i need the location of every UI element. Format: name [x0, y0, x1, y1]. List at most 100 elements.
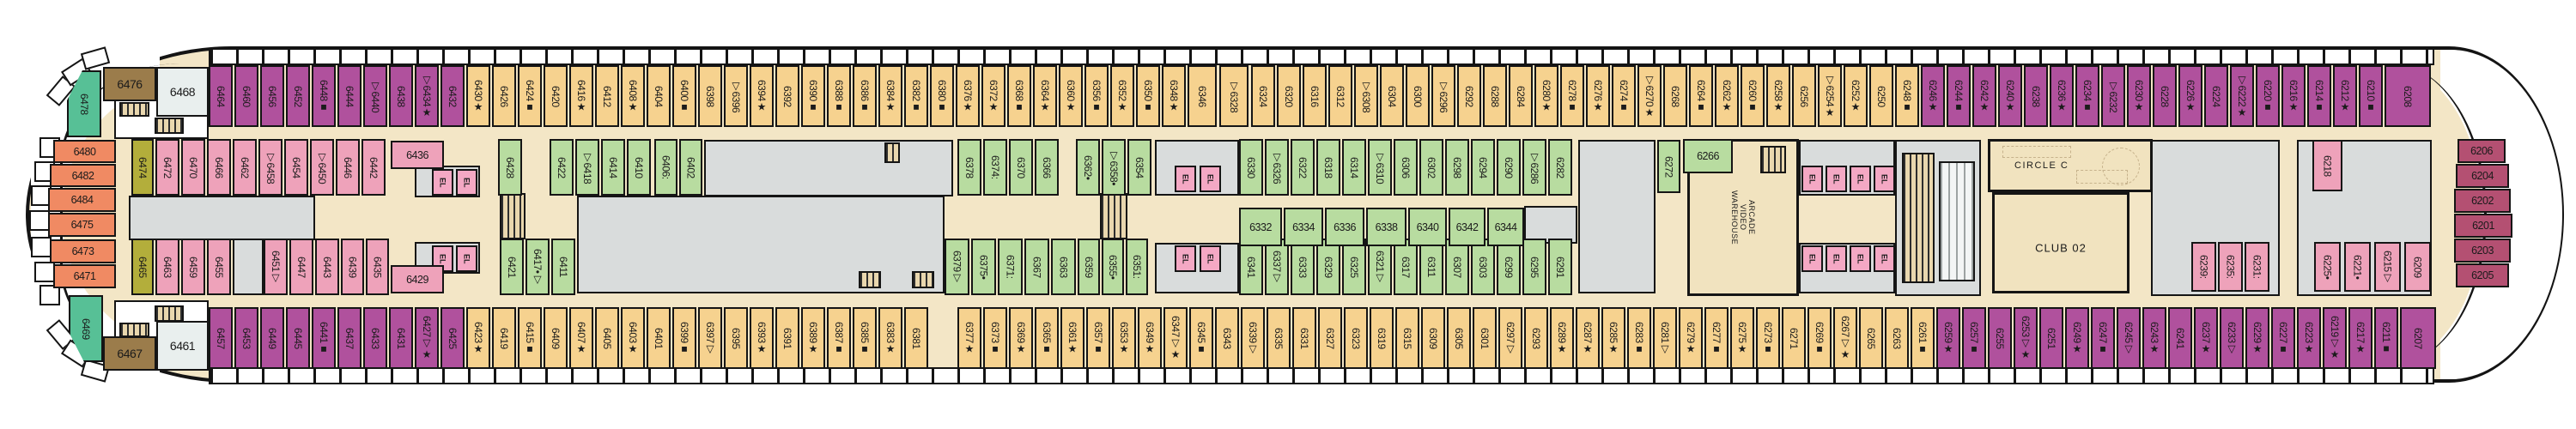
cabin-6282: 6282 [1548, 139, 1572, 196]
cabin-6238: 6238 [2024, 65, 2048, 127]
cabin-6397: 6397▽ [698, 307, 722, 369]
cabin-6290: 6290 [1497, 139, 1521, 196]
cabin-6300: 6300 [1406, 65, 1430, 127]
cabin-6333: 6333 [1291, 239, 1315, 295]
cabin-6264: 6264■ [1689, 65, 1713, 127]
cabin-6295: 6295 [1522, 239, 1546, 295]
cabin-6325: 6325 [1342, 239, 1366, 295]
cabin-6245: 6245▽ [2117, 307, 2141, 369]
stairs [1100, 193, 1127, 239]
elevator: EL [1801, 245, 1823, 272]
cabin-6438: 6438 [389, 65, 413, 127]
cabin-6250: 6250 [1869, 65, 1893, 127]
cabin-6305: 6305 [1447, 307, 1471, 369]
cabin-6459: 6459 [181, 239, 205, 295]
public-area [129, 196, 315, 240]
cabin-6293: 6293 [1524, 307, 1548, 369]
cabin-6274: 6274■ [1612, 65, 1636, 127]
cabin-6404: 6404 [647, 65, 671, 127]
cabin-6376: 6376★ [956, 65, 980, 127]
cabin-6203: 6203 [2454, 239, 2511, 263]
cabin-6256: 6256 [1792, 65, 1816, 127]
cabin-6472: 6472 [155, 139, 179, 196]
cabin-6336: 6336 [1325, 208, 1364, 246]
cabin-6211: 6211■ [2374, 307, 2398, 369]
elevator: EL [1200, 166, 1221, 192]
elevator: EL [1874, 245, 1895, 272]
cabin-6329: 6329 [1316, 239, 1340, 295]
cabin-6247: 6247■ [2091, 307, 2115, 369]
cabin-6439: 6439 [341, 239, 364, 295]
cabin-6361: 6361★ [1060, 307, 1084, 369]
cabin-6371: 6371: [998, 239, 1023, 295]
cabin-6242: 6242★ [1972, 65, 1996, 127]
cabin-6425: 6425 [440, 307, 465, 369]
cabin-6461: 6461 [156, 321, 209, 371]
cabin-6339: 6339▽ [1241, 307, 1265, 369]
cabin-6374: 6374: [983, 139, 1007, 196]
cabin-6218: 6218 [2312, 140, 2342, 191]
cabin-6271: 6271 [1782, 307, 1806, 369]
cabin-6420: 6420 [544, 65, 568, 127]
elevator: EL [456, 245, 477, 272]
cabin-6386: 6386■ [853, 65, 877, 127]
stairs [859, 271, 881, 288]
elevator: EL [456, 169, 477, 196]
cabin-6208: 6208 [2385, 65, 2431, 127]
cabin-6246: 6246★ [1921, 65, 1945, 127]
cabin-6462: 6462 [233, 139, 257, 196]
cabin-6241: 6241 [2168, 307, 2192, 369]
cabin-6471: 6471 [53, 264, 116, 288]
cabin-6456: 6456 [260, 65, 284, 127]
cabin-6349: 6349★ [1138, 307, 1162, 369]
cabin-6382: 6382■ [904, 65, 928, 127]
cabin-6280: 6280★ [1534, 65, 1558, 127]
cabin-6346: 6346 [1188, 65, 1217, 127]
cabin-6283: 6283■ [1627, 307, 1651, 369]
cabin-6422: 6422 [550, 139, 574, 196]
room-circle-c-label: CIRCLE C [2014, 160, 2069, 171]
bow-balcony [34, 262, 55, 282]
cabin-6436: 6436 [391, 141, 444, 169]
cabin-6385: 6385■ [853, 307, 877, 369]
cabin-6315: 6315 [1395, 307, 1419, 369]
furniture-outline [2076, 170, 2128, 184]
cabin-6224: 6224 [2204, 65, 2228, 127]
cabin-6450: ▽6450 [310, 139, 334, 196]
cabin-6265: 6265 [1859, 307, 1883, 369]
cabin-6403: 6403★ [621, 307, 645, 369]
cabin-6345: 6345■ [1189, 307, 1213, 369]
stairs [500, 193, 526, 239]
cabin-6360: 6360★ [1059, 65, 1083, 127]
public-area [1939, 161, 1975, 281]
cabin-6340: 6340 [1408, 208, 1447, 246]
cabin-6324: 6324 [1251, 65, 1275, 127]
cabin-6335: 6335 [1267, 307, 1291, 369]
cabin-6353: 6353★ [1112, 307, 1136, 369]
cabin-6334: 6334 [1284, 208, 1323, 246]
stairs [1760, 146, 1786, 173]
cabin-6321: 6321▽ [1368, 239, 1392, 295]
cabin-6355: 6355• [1102, 239, 1124, 295]
cabin-6463: 6463 [155, 239, 179, 295]
cabin-6400: 6400■ [672, 65, 696, 127]
cabin-6364: 6364★ [1033, 65, 1057, 127]
public-area [1578, 140, 1656, 293]
cabin-6268: 6268 [1663, 65, 1687, 127]
cabin-6207: 6207 [2400, 307, 2436, 369]
cabin-6392: 6392 [775, 65, 799, 127]
elevator: EL [1826, 245, 1847, 272]
cabin-6441: 6441■ [312, 307, 336, 369]
public-area [704, 140, 953, 196]
cabin-6379: 6379▽ [945, 239, 969, 295]
cabin-6204: 6204 [2456, 164, 2509, 188]
cabin-6369: 6369★ [1009, 307, 1033, 369]
cabin-6223: 6223★ [2297, 307, 2321, 369]
cabin-6318: 6318 [1316, 139, 1340, 196]
cabin-6281: 6281▽ [1653, 307, 1677, 369]
cabin-6444: 6444 [337, 65, 361, 127]
cabin-6363: 6363 [1051, 239, 1076, 295]
cabin-6286: ▽6286 [1522, 139, 1546, 196]
cabin-6418: ▽6418 [575, 139, 599, 196]
cabin-6347: 6347▽★ [1163, 307, 1188, 369]
